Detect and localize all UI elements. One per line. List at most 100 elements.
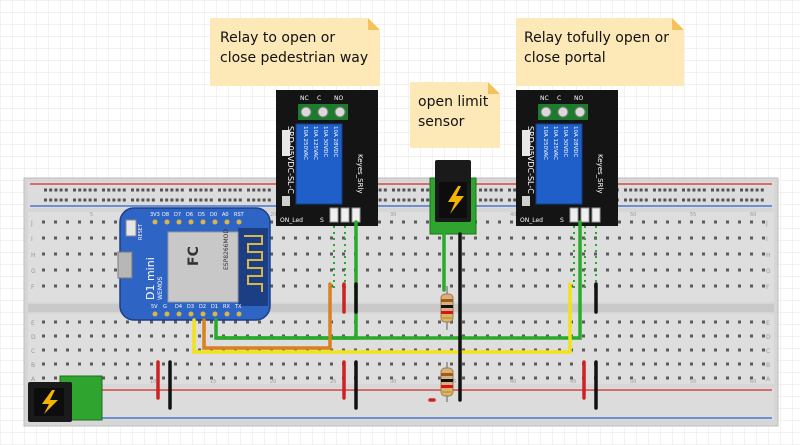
relay-brand: Keyes_SRly: [596, 154, 604, 194]
terminal-hole: [462, 252, 465, 256]
terminal-hole: [486, 320, 489, 324]
terminal-hole: [390, 268, 393, 272]
terminal-hole: [750, 320, 753, 324]
resistor-upper: [440, 286, 454, 330]
relay-rating: 10A 30VDC: [562, 126, 568, 158]
terminal-hole: [726, 348, 729, 352]
reset-button[interactable]: [125, 219, 137, 237]
terminal-hole: [282, 284, 285, 288]
terminal-hole: [102, 268, 105, 272]
terminal-hole: [642, 320, 645, 324]
terminal-hole: [78, 320, 81, 324]
terminal-hole: [222, 320, 225, 324]
terminal-hole: [54, 376, 57, 380]
terminal-hole: [66, 320, 69, 324]
terminal-hole: [90, 252, 93, 256]
terminal-hole: [486, 362, 489, 366]
column-number: 50: [630, 379, 636, 385]
terminal-hole: [474, 348, 477, 352]
pin-label-bottom: RX: [223, 304, 230, 310]
terminal-hole: [306, 268, 309, 272]
terminal-hole: [630, 334, 633, 338]
terminal-hole: [198, 334, 201, 338]
relay-led: [282, 196, 290, 206]
pin-pad: [224, 311, 230, 317]
terminal-hole: [186, 362, 189, 366]
terminal-hole: [138, 334, 141, 338]
terminal-hole: [714, 284, 717, 288]
terminal-hole: [666, 268, 669, 272]
terminal-hole: [54, 268, 57, 272]
terminal-hole: [246, 348, 249, 352]
terminal-hole: [582, 320, 585, 324]
terminal-hole: [594, 320, 597, 324]
terminal-hole: [546, 268, 549, 272]
rail-hole: [223, 188, 227, 192]
terminal-hole: [642, 284, 645, 288]
terminal-hole: [330, 236, 333, 240]
terminal-hole: [690, 376, 693, 380]
terminal-hole: [498, 252, 501, 256]
rail-hole: [513, 188, 517, 192]
terminal-hole: [210, 334, 213, 338]
terminal-hole: [654, 362, 657, 366]
terminal-hole: [366, 268, 369, 272]
terminal-hole: [630, 376, 633, 380]
limit-sensor: [429, 160, 477, 235]
rail-hole: [673, 198, 677, 202]
terminal-hole: [42, 362, 45, 366]
rail-hole: [479, 198, 482, 202]
terminal-hole: [606, 334, 609, 338]
terminal-hole: [642, 376, 645, 380]
terminal-hole: [318, 348, 321, 352]
terminal-hole: [666, 376, 669, 380]
terminal-hole: [594, 334, 597, 338]
rail-hole: [233, 188, 237, 192]
rail-hole: [122, 188, 126, 192]
terminal-hole: [150, 362, 153, 366]
rail-hole: [687, 188, 691, 192]
column-number: 25: [330, 379, 336, 385]
rail-hole: [199, 198, 203, 202]
column-number: 20: [270, 212, 276, 218]
row-letter-left: G: [31, 268, 36, 275]
terminal-hole: [54, 362, 57, 366]
relay-part-number: SRD-05VDC-SL-C: [526, 126, 535, 194]
terminal-hole: [378, 362, 381, 366]
terminal-hole: [570, 376, 573, 380]
terminal-hole: [630, 252, 633, 256]
terminal-hole: [486, 284, 489, 288]
rail-hole: [136, 188, 140, 192]
terminal-hole: [474, 334, 477, 338]
rail-hole: [682, 198, 685, 202]
rail-hole: [93, 198, 97, 202]
power-jack: [28, 375, 103, 422]
rail-hole: [199, 188, 203, 192]
terminal-label: C: [317, 95, 321, 102]
terminal-hole: [234, 376, 237, 380]
row-letter-right: I: [766, 236, 768, 243]
terminal-hole: [438, 236, 441, 240]
terminal-hole: [510, 284, 513, 288]
header-pin: [351, 207, 361, 223]
terminal-hole: [162, 320, 165, 324]
rail-hole: [639, 188, 643, 192]
terminal-hole: [726, 320, 729, 324]
pin-label-top: D5: [198, 212, 205, 218]
terminal-hole: [534, 376, 537, 380]
terminal-hole: [630, 362, 633, 366]
terminal-hole: [510, 320, 513, 324]
rail-hole: [412, 188, 416, 192]
rail-hole: [653, 188, 656, 192]
terminal-hole: [282, 268, 285, 272]
pin-label-bottom: D4: [175, 304, 182, 310]
header-pin: [329, 207, 339, 223]
terminal-hole: [450, 236, 453, 240]
terminal-hole: [318, 362, 321, 366]
rail-hole: [421, 188, 424, 192]
terminal-hole: [270, 252, 273, 256]
terminal-hole: [342, 334, 345, 338]
column-number: 40: [510, 379, 516, 385]
rail-hole: [151, 188, 155, 192]
terminal-hole: [738, 268, 741, 272]
